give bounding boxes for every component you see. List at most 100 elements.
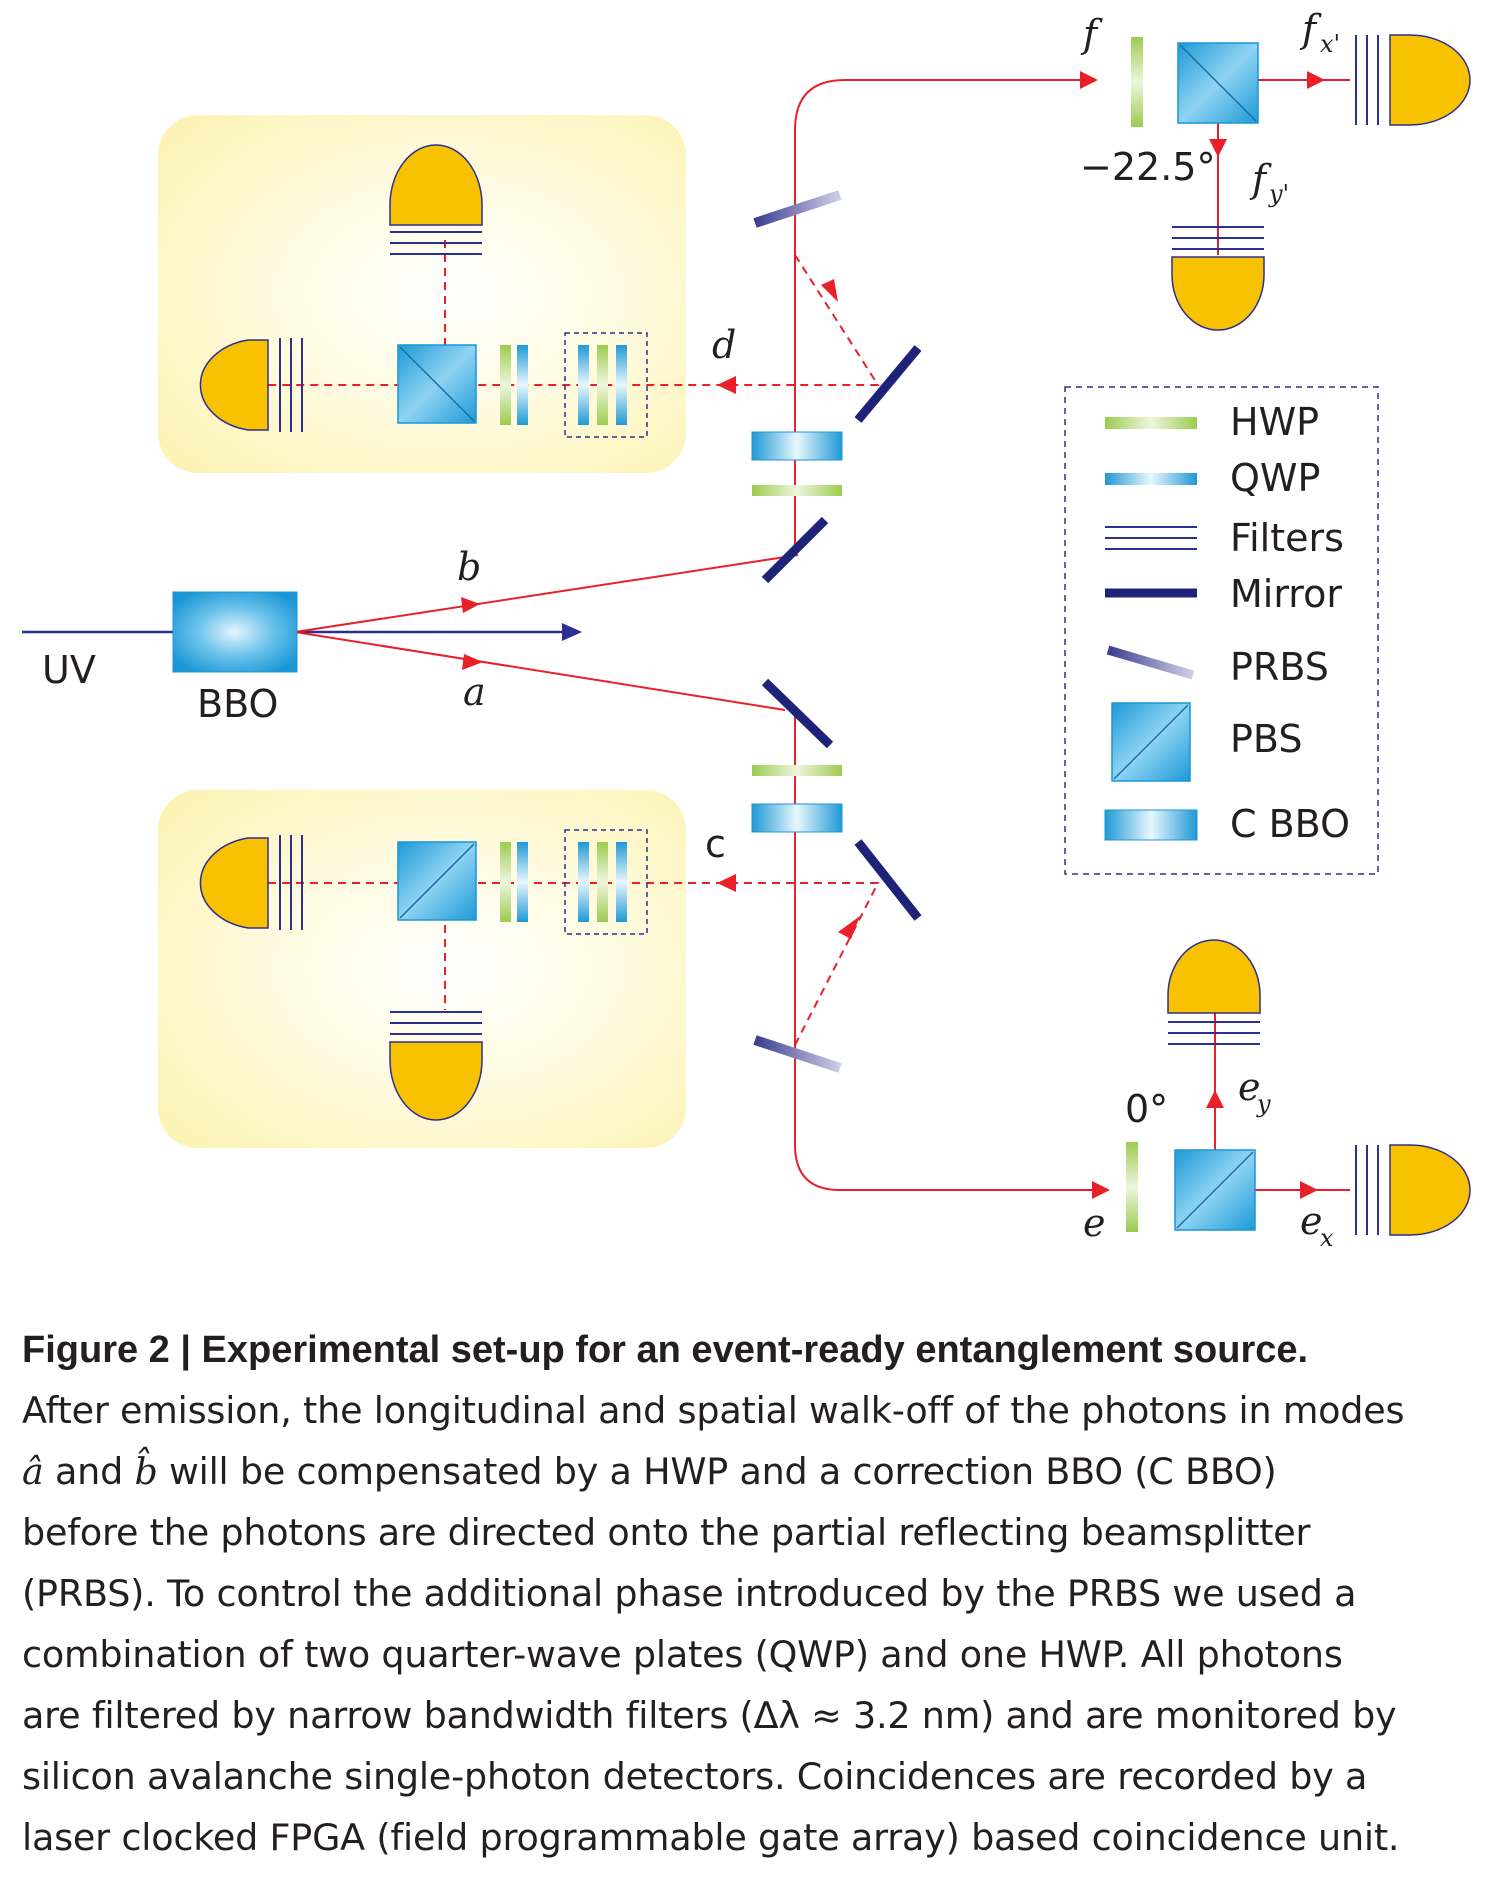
label-uv: UV — [42, 648, 96, 692]
legend-cbbo-label: C BBO — [1230, 802, 1350, 846]
prbs-bottom — [753, 1035, 842, 1073]
legend-pbs-diagonal — [1113, 704, 1189, 780]
dashed-beam-d — [250, 240, 880, 386]
qwp-lower-1 — [517, 842, 528, 922]
label-a: a — [463, 670, 486, 714]
label-c: c — [705, 822, 726, 866]
beam-a — [294, 631, 786, 711]
hwp-lower-2 — [597, 842, 608, 922]
caption-line-1: After emission, the longitudinal and spa… — [22, 1389, 1405, 1432]
legend-hwp-label: HWP — [1230, 400, 1319, 444]
pbs-e-diagonal — [1176, 1151, 1254, 1229]
beam-to-e — [794, 710, 1100, 1191]
label-ey-sub: y — [1256, 1090, 1271, 1118]
label-ey: e — [1238, 1065, 1261, 1109]
bbo-crystal — [172, 591, 298, 673]
caption-line-4: (PRBS). To control the additional phase … — [22, 1572, 1357, 1615]
detector-upper-top — [389, 144, 483, 226]
experimental-setup-diagram: UV BBO b a d c f −22.5° f x' f y' 0° e y… — [22, 7, 1471, 1252]
label-fy-sub: y' — [1268, 180, 1289, 208]
mirror-a — [761, 678, 834, 749]
beam-a-arrow — [462, 654, 483, 670]
qwp-lower-2 — [578, 842, 589, 922]
caption-body: After emission, the longitudinal and spa… — [22, 1380, 1477, 1868]
label-bbo: BBO — [197, 682, 278, 726]
detector-fx — [1389, 34, 1471, 126]
caption-line-5: combination of two quarter-wave plates (… — [22, 1633, 1343, 1676]
label-ex-sub: x — [1320, 1224, 1334, 1252]
label-d: d — [712, 323, 736, 367]
beam-to-f — [794, 79, 1095, 555]
beam-b-arrow — [461, 597, 480, 613]
detector-lower-bottom — [389, 1041, 483, 1121]
caption-a-hat: â — [22, 1450, 44, 1493]
legend-qwp-label: QWP — [1230, 456, 1320, 500]
legend-prbs-swatch — [1106, 645, 1195, 680]
dashed-d-arrow-2 — [717, 376, 736, 394]
cbbo-top — [751, 431, 843, 461]
label-fx-sub: x' — [1320, 30, 1340, 58]
beam-f-arrow — [1080, 71, 1098, 89]
label-f: f — [1080, 12, 1103, 56]
qwp-lower-3 — [616, 842, 627, 922]
hwp-e — [1126, 1142, 1138, 1232]
detector-upper-left — [199, 339, 269, 431]
prbs-top — [753, 190, 842, 228]
pbs-f-diagonal — [1179, 44, 1257, 122]
dashed-d-arrow-1 — [821, 279, 838, 302]
hwp-f — [1131, 37, 1143, 127]
label-e: e — [1083, 1201, 1106, 1245]
detector-lower-left — [199, 837, 269, 929]
legend-box — [1064, 386, 1379, 875]
hwp-bottom — [752, 765, 842, 776]
hwp-upper-2 — [597, 345, 608, 425]
pbs-upper-diagonal — [399, 346, 475, 422]
label-b: b — [457, 545, 481, 589]
detector-fy — [1171, 256, 1265, 331]
hwp-top — [752, 485, 842, 496]
qwp-upper-3 — [616, 345, 627, 425]
qwp-upper-2 — [578, 345, 589, 425]
caption-line-6: are filtered by narrow bandwidth filters… — [22, 1694, 1397, 1737]
dashed-c-arrow-2 — [717, 874, 736, 892]
beam-fx-arrow — [1307, 71, 1325, 89]
caption-line-8: laser clocked FPGA (field programmable g… — [22, 1816, 1400, 1859]
hwp-upper-1 — [500, 345, 511, 425]
legend-pbs-label: PBS — [1230, 717, 1302, 761]
dashed-c-arrow-1 — [838, 916, 860, 939]
uv-beam-arrow — [562, 623, 582, 641]
legend-hwp-swatch — [1105, 417, 1197, 429]
filters-ex — [1355, 1145, 1379, 1235]
waveplate-group-upper — [564, 332, 648, 438]
mirror-d — [854, 345, 922, 423]
beam-e-arrow — [1092, 1181, 1110, 1199]
filters-lower-left — [279, 835, 303, 930]
legend-qwp-swatch — [1105, 473, 1197, 485]
caption-title: Figure 2 | Experimental set-up for an ev… — [22, 1329, 1309, 1371]
filters-upper-left — [279, 338, 303, 432]
filters-lower-bottom — [390, 1011, 482, 1035]
qwp-upper-1 — [517, 345, 528, 425]
caption-b-hat: b̂ — [134, 1450, 158, 1493]
waveplate-group-lower — [564, 829, 648, 935]
beam-ex-arrow — [1300, 1181, 1318, 1199]
filters-fy — [1172, 226, 1264, 250]
caption-line-2a: and — [43, 1450, 135, 1493]
label-fx: f — [1299, 7, 1322, 51]
filters-fx — [1355, 35, 1379, 125]
label-angle-f: −22.5° — [1080, 145, 1215, 189]
beam-b — [294, 554, 799, 633]
mirror-b — [761, 516, 829, 584]
legend-cbbo-swatch — [1104, 809, 1198, 841]
legend-filters-swatch — [1105, 526, 1197, 550]
beam-fy-arrow — [1209, 139, 1227, 157]
hwp-lower-1 — [500, 842, 511, 922]
figure-caption: Figure 2 | Experimental set-up for an ev… — [22, 1320, 1477, 1868]
label-angle-e: 0° — [1125, 1087, 1168, 1131]
filters-ey — [1168, 1021, 1260, 1045]
pbs-lower-diagonal — [399, 843, 475, 919]
legend-prbs-label: PRBS — [1230, 645, 1329, 689]
filters-upper-top — [390, 231, 482, 255]
legend-mirror-label: Mirror — [1230, 572, 1342, 616]
cbbo-bottom — [751, 803, 843, 833]
